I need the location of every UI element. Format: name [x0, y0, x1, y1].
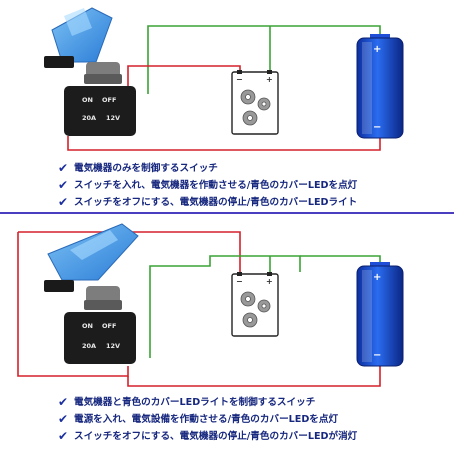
- switch-on-label: ON: [82, 96, 93, 104]
- switch-volt-label: 12V: [106, 342, 120, 350]
- checkmark-icon: ✔: [58, 178, 69, 192]
- list-item: ✔スイッチをオフにする、電気機器の停止/青色のカバーLEDが消灯: [58, 429, 358, 443]
- wiring-diagram-bottom: ON OFF 20A 12V − + + −: [17, 223, 404, 387]
- feature-list-top: ✔電気機器のみを制御するスイッチ ✔スイッチを入れ、電気機器を作動させる/青色の…: [58, 160, 357, 211]
- load-minus: −: [236, 75, 243, 84]
- red-wire-top: [67, 65, 381, 151]
- battery-minus: −: [373, 350, 381, 361]
- green-wire-top: [147, 25, 381, 94]
- checkmark-icon: ✔: [58, 395, 69, 409]
- switch-body: [64, 312, 136, 364]
- battery-top: + −: [356, 34, 404, 139]
- switch-on-label: ON: [82, 322, 93, 330]
- switch-tab: [44, 56, 74, 68]
- electrical-load-top: − +: [231, 70, 279, 135]
- battery-minus: −: [373, 122, 381, 133]
- switch-off-label: OFF: [102, 322, 116, 330]
- list-item: ✔電源を入れ、電気設備を作動させる/青色のカバーLEDを点灯: [58, 412, 339, 426]
- checkmark-icon: ✔: [58, 429, 69, 443]
- list-item: ✔スイッチを入れ、電気機器を作動させる/青色のカバーLEDを点灯: [58, 178, 358, 192]
- battery-terminal: [370, 262, 390, 268]
- checkmark-icon: ✔: [58, 161, 69, 175]
- load-plus: +: [266, 75, 273, 84]
- battery-bottom: + −: [356, 262, 404, 367]
- list-item: ✔電気機器と青色のカバーLEDライトを制御するスイッチ: [58, 395, 316, 409]
- load-plus: +: [266, 277, 273, 286]
- diagram-top: ON OFF 20A 12V − + + − ✔電気機: [0, 0, 454, 212]
- load-minus: −: [236, 277, 243, 286]
- checkmark-icon: ✔: [58, 412, 69, 426]
- diagram-bottom: ON OFF 20A 12V − + + −: [0, 216, 454, 450]
- battery-terminal: [370, 34, 390, 40]
- section-divider: [0, 212, 454, 214]
- list-item: ✔電気機器のみを制御するスイッチ: [58, 161, 218, 175]
- feature-list-bottom: ✔電気機器と青色のカバーLEDライトを制御するスイッチ ✔電源を入れ、電気設備を…: [58, 394, 357, 445]
- toggle-switch-bottom: ON OFF 20A 12V: [44, 223, 139, 364]
- battery-plus: +: [373, 272, 381, 283]
- switch-volt-label: 12V: [106, 114, 120, 122]
- gear-icon: [240, 89, 271, 126]
- red-wire-bottom: [17, 231, 381, 387]
- gear-icon: [240, 291, 271, 328]
- checkmark-icon: ✔: [58, 195, 69, 209]
- switch-amp-label: 20A: [82, 342, 96, 350]
- switch-off-label: OFF: [102, 96, 116, 104]
- switch-tab: [44, 280, 74, 292]
- battery-plus: +: [373, 44, 381, 55]
- wiring-diagram-top: ON OFF 20A 12V − + + −: [44, 7, 404, 151]
- switch-body: [64, 86, 136, 136]
- switch-amp-label: 20A: [82, 114, 96, 122]
- electrical-load-bottom: − +: [231, 272, 279, 337]
- list-item: ✔スイッチをオフにする、電気機器の停止/青色のカバーLEDライト: [58, 195, 358, 209]
- toggle-switch-top: ON OFF 20A 12V: [44, 7, 136, 136]
